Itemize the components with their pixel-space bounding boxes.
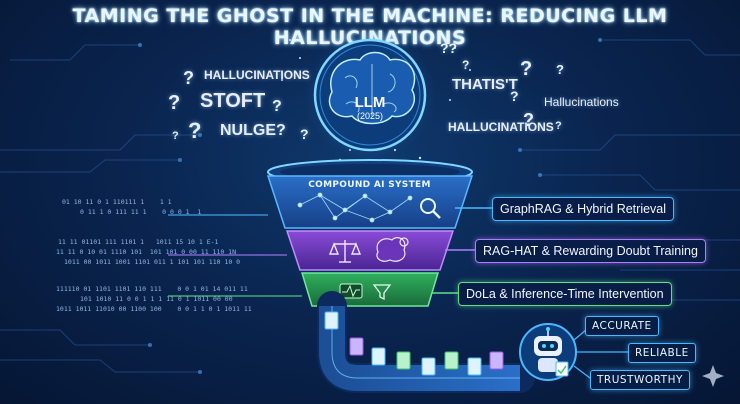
binary-stream: 1011 1011 11010 00 1100 100 0 0 1 1 0 1 … [56, 305, 252, 313]
binary-stream: 1011 00 1011 1001 1101 011 1 101 101 110… [64, 258, 241, 266]
question-mark-icon: ? [272, 98, 282, 115]
circuit-nodes [138, 38, 602, 374]
magnifier-icon [420, 198, 441, 219]
funnel-stage-2 [285, 230, 455, 271]
output-accurate: ACCURATE [585, 316, 659, 336]
question-mark-icon: ? [300, 126, 309, 142]
network-graphic [297, 192, 413, 223]
funnel-stage-1 [266, 175, 474, 229]
binary-stream: 111110 01 1101 1101 110 111 0 0 1 01 14 … [56, 285, 248, 293]
noise-word: NULGE? [220, 122, 286, 139]
robot-icon [519, 323, 577, 381]
noise-word: Hallucinations [544, 95, 619, 109]
llm-label: LLM [354, 94, 386, 111]
question-mark-icon: ? [523, 110, 534, 130]
question-mark-icon: ? [188, 118, 202, 143]
binary-stream: 11 11 01101 111 1101 1 1011 15 10 1 E-1 [58, 238, 219, 246]
question-mark-icon: ?? [440, 40, 458, 56]
output-reliable: RELIABLE [628, 343, 696, 363]
stage-label-graphrag: GraphRAG & Hybrid Retrieval [492, 197, 675, 221]
question-mark-icon: ? [555, 120, 562, 132]
binary-stream: 01 10 11 0 1 110111 1 1 1 [62, 198, 172, 206]
output-trustworthy: TRUSTWORTHY [590, 370, 690, 390]
filter-icon [372, 284, 392, 301]
question-mark-icon: ? [462, 58, 470, 72]
noise-word: HALLUCINATIONS [448, 120, 554, 134]
sparkle-icon [702, 365, 724, 387]
llm-year: (2025) [356, 111, 383, 121]
compound-ai-system-label: COMPOUND AI SYSTEM [308, 180, 431, 190]
noise-word: HALLUCINATIONS [204, 68, 310, 82]
scale-icon [328, 240, 362, 263]
connector-lines [168, 207, 492, 297]
stage-label-rag-hat: RAG-HAT & Rewarding Doubt Training [475, 239, 706, 263]
stage-label-dola: DoLa & Inference-Time Intervention [458, 282, 672, 306]
brain-gear-icon [376, 237, 409, 262]
question-mark-icon: ? [172, 130, 179, 142]
noise-word: THATIS'T [452, 76, 518, 93]
question-mark-icon: ? [520, 58, 533, 80]
question-mark-icon: ? [168, 92, 181, 114]
brain-orb [304, 29, 436, 161]
binary-stream: 101 1010 11 0 0 1 1 1 11 0 1 1011 00 00 [80, 295, 233, 303]
question-mark-icon: ? [556, 62, 564, 77]
binary-stream: 11 11 0 10 01 1110 101 101 101 0 00 11 1… [56, 248, 237, 256]
circuit-traces [0, 39, 740, 373]
output-connectors [573, 329, 628, 379]
question-mark-icon: ? [510, 88, 519, 104]
waveform-icon [339, 283, 363, 299]
question-mark-icon: ? [183, 68, 194, 88]
document-icons [324, 311, 504, 376]
binary-stream: 0 11 1 0 111 11 1 0 0 0 1 1 [80, 208, 202, 216]
noise-word: STOFT [200, 90, 266, 112]
